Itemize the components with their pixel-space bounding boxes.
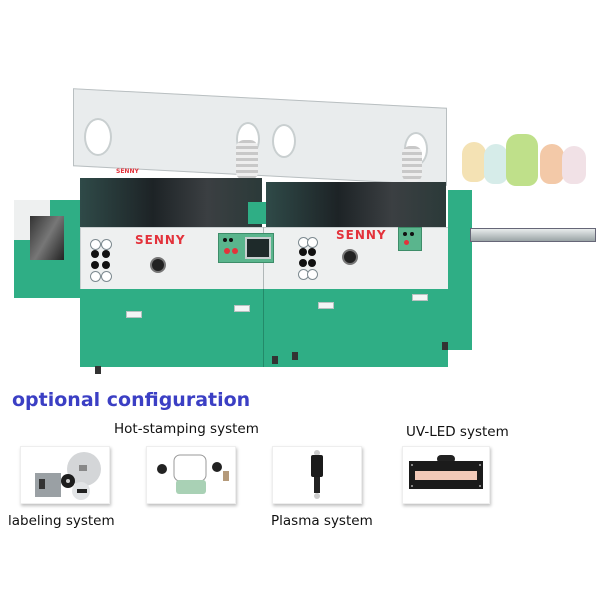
brand-logo-right: SENNY [336,228,387,242]
foot [272,356,278,364]
feeder-left-mechanism [30,216,64,260]
drawer-handle-2 [234,305,250,312]
drawer-handle-4 [412,294,428,301]
option-label-hot-stamping: Hot-stamping system [114,421,259,437]
sample-bottles [460,130,600,210]
drawer-handle-3 [318,302,334,309]
control-box [218,233,274,263]
brand-logo-left: SENNY [135,233,186,247]
labeling-system-image [20,446,110,504]
hose-right [402,146,422,182]
output-conveyor [470,228,596,242]
option-label-uv-led: UV-LED system [406,424,509,440]
plasma-icon [311,450,323,499]
drawer-handle-1 [126,311,142,318]
machine-window-left [84,118,112,156]
hot-stamping-system-image [146,446,236,504]
uv-led-system-image [402,446,490,504]
bottle-yellow [462,142,486,182]
option-label-labeling: labeling system [8,513,115,529]
cabinet-divider [263,289,264,367]
lower-cabinet [80,289,448,367]
uv-led-icon [409,455,483,489]
machine-window-mid2 [272,124,296,158]
mechanism-right [266,182,446,232]
printing-machine-image: SENNY SENNY SENNY [0,88,600,380]
labeling-icon [35,452,101,500]
bottle-pink [562,146,586,184]
option-label-plasma: Plasma system [271,513,373,529]
foot [292,352,298,360]
section-title: optional configuration [12,389,251,411]
mechanism-left [80,178,262,230]
hose-left [236,140,258,180]
control-box-right [398,227,422,251]
dial-right [342,249,358,265]
plasma-system-image [272,446,362,504]
brand-label-small: SENNY [116,168,139,175]
hot-stamping-icon [157,454,229,494]
mechanism-green-box [248,202,266,224]
touch-screen [245,237,271,259]
bottle-blue [484,144,508,184]
dial-left [150,257,166,273]
foot [95,366,101,374]
foot [442,342,448,350]
bottle-green [506,134,538,186]
bottle-orange [540,144,564,184]
right-tower [448,190,472,350]
